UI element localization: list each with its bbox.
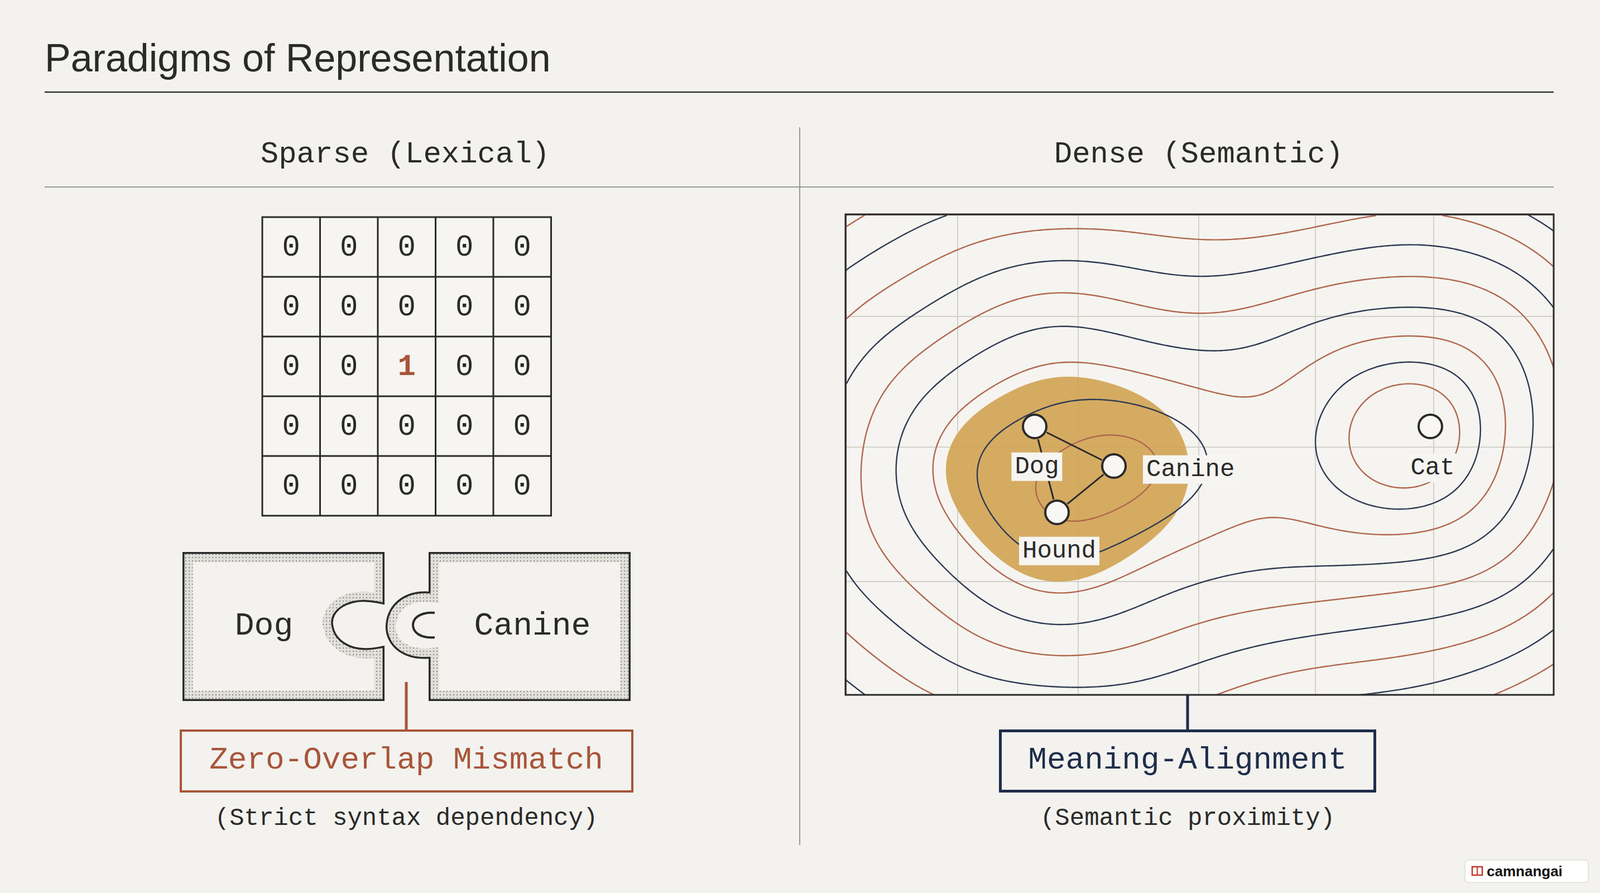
- contour-line: [845, 244, 1554, 688]
- table-cell: 0: [455, 289, 474, 324]
- contour-line: [1035, 383, 1460, 522]
- puzzle-piece: Dog: [188, 558, 379, 695]
- alignment-box: Meaning-Alignment: [998, 729, 1377, 793]
- column-divider: [799, 127, 801, 845]
- table-cell: 0: [455, 409, 474, 444]
- table-cell: 1: [397, 349, 416, 384]
- table-cell: 0: [397, 409, 416, 444]
- table-cell: 0: [282, 468, 301, 503]
- table-cell: 0: [339, 468, 358, 503]
- leader-line: [1186, 694, 1190, 730]
- table-cell: 0: [397, 468, 416, 503]
- node-label: Canine: [1142, 455, 1238, 484]
- contour-line: [845, 214, 1554, 695]
- watermark-badge: [1464, 859, 1589, 883]
- concept-point: Hound: [1044, 499, 1070, 526]
- node-label: Canine: [474, 606, 592, 646]
- table-cell: 0: [455, 349, 474, 384]
- node-label: Hound: [1019, 536, 1100, 566]
- contour-line: [845, 214, 1554, 695]
- table-cell: 0: [397, 289, 416, 324]
- contour-line: [845, 214, 1554, 695]
- table-cell: 0: [339, 289, 358, 324]
- table-cell: 0: [513, 349, 532, 384]
- table-cell: 0: [455, 468, 474, 503]
- contour-line: [977, 362, 1481, 560]
- concept-point: Dog: [1021, 413, 1048, 440]
- caption-note: (Semantic proximity): [1040, 804, 1335, 833]
- table-cell: 0: [282, 349, 301, 384]
- table-cell: 0: [339, 229, 358, 264]
- concept-point: Canine: [1101, 453, 1127, 479]
- node-label: Dog: [1011, 452, 1063, 482]
- table-cell: 0: [282, 289, 301, 324]
- table-cell: 0: [513, 229, 532, 264]
- contour-line: [845, 214, 1554, 695]
- puzzle-piece: [391, 558, 625, 695]
- watermark: camnangai: [1486, 862, 1563, 881]
- contour-line: [845, 214, 1554, 695]
- sparse-grid: [262, 217, 552, 516]
- contour-line: [845, 214, 1554, 695]
- contour-line: [861, 276, 1554, 656]
- contour-line: [845, 214, 1554, 695]
- node-label: Cat: [1406, 453, 1458, 483]
- table-cell: 0: [513, 289, 532, 324]
- table-cell: 0: [455, 229, 474, 264]
- node-label: Dog: [234, 606, 293, 646]
- concept-point: Cat: [1417, 413, 1444, 440]
- contour-line: [845, 214, 1554, 695]
- table-cell: 0: [282, 409, 301, 444]
- semantic-map: [845, 214, 1558, 700]
- puzzle-piece: [188, 558, 379, 695]
- title: Paradigms of Representation: [44, 35, 551, 81]
- contour-line: [933, 335, 1506, 593]
- table-cell: 0: [339, 409, 358, 444]
- node-label: Meaning-Alignment: [1027, 741, 1347, 780]
- contour-lines: [845, 214, 1554, 695]
- column-header: Dense (Semantic): [1054, 137, 1344, 172]
- node-label: Zero-Overlap Mismatch: [209, 741, 604, 780]
- table-cell: 0: [397, 229, 416, 264]
- similarity-link: [1067, 474, 1104, 504]
- contour-line: [845, 214, 1554, 695]
- mismatch-box: Zero-Overlap Mismatch: [179, 729, 634, 793]
- column-header: Sparse (Lexical): [260, 137, 550, 172]
- table-cell: 0: [339, 349, 358, 384]
- table-cell: 0: [513, 468, 532, 503]
- contour-line: [896, 306, 1534, 625]
- caption-note: (Strict syntax dependency): [214, 804, 599, 833]
- leader-line: [405, 681, 408, 730]
- table-cell: 0: [513, 409, 532, 444]
- contour-line: [845, 214, 1554, 695]
- table-cell: 0: [282, 229, 301, 264]
- title-rule: [44, 91, 1554, 94]
- puzzle-piece: Canine: [434, 558, 625, 695]
- contour-line: [845, 214, 1554, 695]
